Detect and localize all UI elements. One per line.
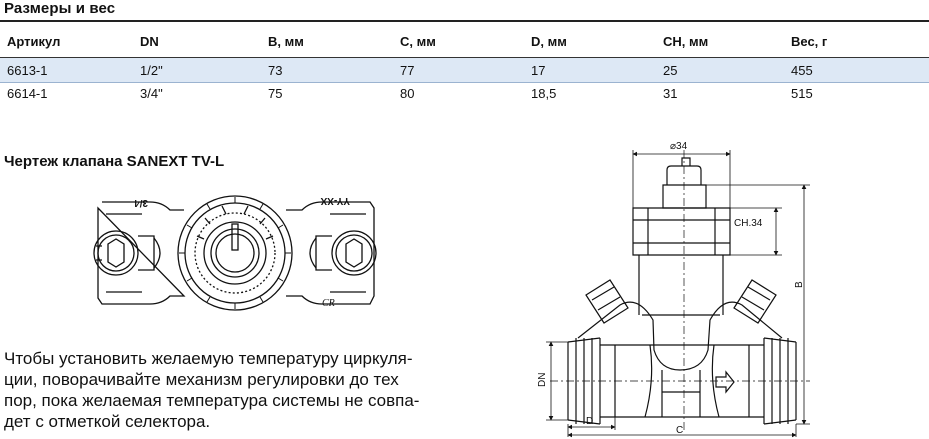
- dim-dn-label: DN: [537, 373, 548, 387]
- valve-code-label: YY-XX: [320, 195, 350, 206]
- header-d: D, мм: [531, 26, 663, 58]
- header-ch: CH, мм: [663, 26, 791, 58]
- header-article: Артикул: [0, 26, 140, 58]
- drawing-title: Чертеж клапана SANEXT TV-L: [4, 153, 225, 170]
- table-row: 6613-1 1/2" 73 77 17 25 455: [0, 57, 929, 83]
- dim-ch-label: CH.34: [734, 218, 763, 229]
- dim-c-label: C: [676, 425, 683, 436]
- cell-c: 77: [400, 57, 531, 83]
- dim-diameter-label: ⌀34: [670, 141, 688, 152]
- dim-d-label: D: [586, 416, 593, 427]
- header-dn: DN: [140, 26, 268, 58]
- cell-b: 75: [268, 85, 283, 101]
- dimensions-table: Артикул DN B, мм C, мм D, мм CH, мм Вес,…: [0, 26, 929, 103]
- section-divider: [0, 20, 929, 22]
- dim-b-label: B: [794, 281, 805, 288]
- cell-d: 18,5: [531, 85, 557, 101]
- instructions-line: Чтобы установить желаемую температуру ци…: [4, 349, 413, 368]
- cell-article: 6614-1: [7, 85, 48, 101]
- table-header-row: Артикул DN B, мм C, мм D, мм CH, мм Вес,…: [0, 26, 929, 58]
- cell-weight: 455: [791, 57, 929, 83]
- instructions-paragraph: Чтобы установить желаемую температуру ци…: [4, 348, 474, 432]
- header-c: C, мм: [400, 26, 531, 58]
- cell-c: 80: [400, 85, 415, 101]
- instructions-line: ции, поворачивайте механизм регулировки …: [4, 370, 399, 389]
- cell-weight: 515: [791, 85, 813, 101]
- cell-b: 73: [268, 57, 400, 83]
- cell-d: 17: [531, 57, 663, 83]
- cell-ch: 31: [663, 85, 678, 101]
- section-title: Размеры и вес: [4, 0, 116, 17]
- table-row: 6614-1 3/4" 75 80 18,5 31 515: [0, 83, 929, 104]
- cell-ch: 25: [663, 57, 791, 83]
- valve-dimension-drawing: ⌀34 CH.34 B DN D C: [537, 141, 810, 438]
- instructions-line: пор, пока желаемая температура системы н…: [4, 391, 420, 410]
- valve-brand-label: CR: [322, 298, 335, 309]
- cell-dn: 3/4": [140, 85, 163, 101]
- cell-dn: 1/2": [140, 57, 268, 83]
- cell-article: 6613-1: [0, 57, 140, 83]
- valve-size-label: 3/4: [134, 197, 148, 208]
- valve-top-view-drawing: 3/4 YY-XX CR: [93, 195, 377, 311]
- header-b: B, мм: [268, 26, 400, 58]
- header-weight: Вес, г: [791, 26, 929, 58]
- instructions-line: дет с отметкой селектора.: [4, 412, 211, 431]
